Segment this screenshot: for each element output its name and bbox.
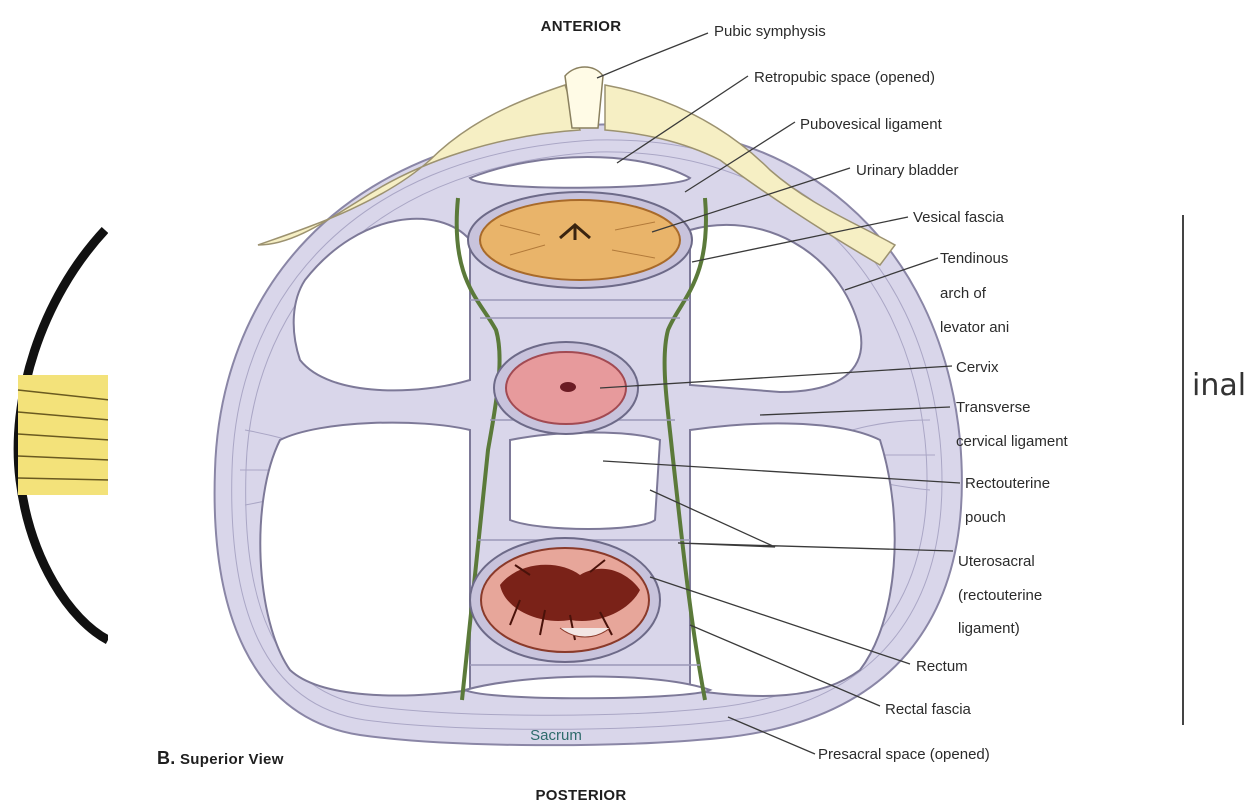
- label-vesical-fascia: Vesical fascia: [913, 209, 1005, 226]
- left-lower-space: [260, 423, 470, 696]
- label-rectouterine-pouch-2: pouch: [965, 509, 1006, 526]
- right-lower-space: [690, 423, 895, 696]
- cropped-neighbor-text: inal: [1192, 368, 1246, 403]
- label-uterosacral-2: (rectouterine: [958, 587, 1042, 604]
- urinary-bladder: [468, 192, 692, 288]
- label-rectal-fascia: Rectal fascia: [885, 701, 972, 718]
- label-presacral-space: Presacral space (opened): [818, 746, 990, 763]
- label-uterosacral-1: Uterosacral: [958, 553, 1035, 570]
- rectouterine-pouch: [510, 433, 660, 530]
- label-cervix: Cervix: [956, 359, 999, 376]
- cropped-neighbor-figure: [18, 0, 114, 807]
- anterior-label: ANTERIOR: [541, 18, 622, 35]
- label-retropubic-space: Retropubic space (opened): [754, 69, 935, 86]
- posterior-label: POSTERIOR: [535, 787, 626, 804]
- yellow-strip: [18, 375, 110, 495]
- label-tendinous-arch-3: levator ani: [940, 319, 1009, 336]
- label-pubic-symphysis: Pubic symphysis: [714, 23, 826, 40]
- label-transverse-cervical-2: cervical ligament: [956, 433, 1069, 450]
- label-tendinous-arch-2: arch of: [940, 285, 987, 302]
- caption-text: Superior View: [180, 751, 284, 768]
- label-tendinous-arch-1: Tendinous: [940, 250, 1008, 267]
- label-rectouterine-pouch-1: Rectouterine: [965, 475, 1050, 492]
- label-rectum: Rectum: [916, 658, 968, 675]
- pubic-symphysis-disc: [565, 67, 603, 128]
- rectum: [470, 538, 660, 662]
- cervix: [494, 342, 638, 434]
- label-sacrum: Sacrum: [530, 727, 582, 744]
- cropped-neighbor-right: inal: [1183, 215, 1246, 725]
- label-transverse-cervical-1: Transverse: [956, 399, 1030, 416]
- caption-letter: B.: [157, 748, 176, 768]
- label-urinary-bladder: Urinary bladder: [856, 162, 959, 179]
- label-uterosacral-3: ligament): [958, 620, 1020, 637]
- label-pubovesical-ligament: Pubovesical ligament: [800, 116, 943, 133]
